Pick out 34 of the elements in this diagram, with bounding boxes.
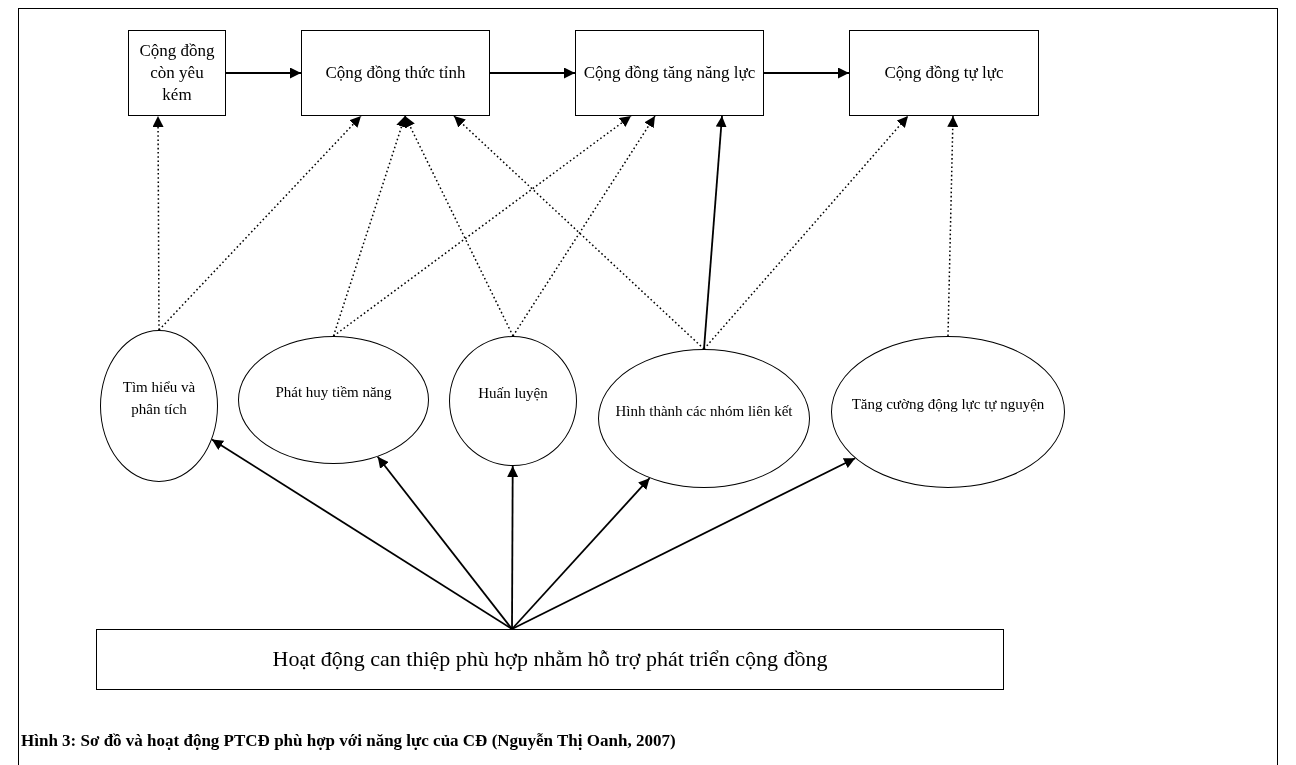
arrow — [947, 115, 959, 337]
arrow — [332, 115, 632, 337]
arrow — [489, 67, 576, 79]
stage-box — [128, 30, 226, 116]
arrow — [512, 115, 656, 337]
intervention-box — [96, 629, 1004, 690]
stage-box — [575, 30, 764, 116]
arrow — [225, 67, 302, 79]
arrow — [703, 115, 909, 350]
arrow — [511, 477, 651, 630]
node-text: Tìm hiểu và phân tích — [121, 378, 197, 419]
stage-box — [849, 30, 1039, 116]
node-text: Phát huy tiềm năng — [275, 383, 392, 403]
node-text: Cộng đồng tự lực — [884, 61, 1004, 84]
node-text: Hoạt động can thiệp phù hợp nhằm hỗ trợ phát triển cộng đồng — [272, 645, 828, 674]
figure-caption: Hình 3: Sơ đồ và hoạt động PTCĐ phù hợp với năng lực của CĐ (Nguyễn Thị Oanh, 2007) — [21, 731, 676, 751]
arrow — [763, 67, 850, 79]
arrow — [453, 115, 705, 350]
arrow — [511, 457, 857, 630]
arrow — [507, 465, 519, 630]
node-text: Tăng cường động lực tự nguyện — [851, 395, 1045, 415]
node-text: Huấn luyện — [478, 384, 548, 404]
arrow — [404, 115, 514, 337]
node-text: Hình thành các nhóm liên kết — [615, 401, 793, 421]
node-text: Cộng đồng còn yêu kém — [138, 39, 216, 107]
node-text: Cộng đồng thức tỉnh — [325, 61, 466, 84]
arrow — [376, 455, 513, 630]
arrow — [152, 115, 164, 331]
node-text: Cộng đồng tăng năng lực — [583, 61, 756, 84]
stage-box — [301, 30, 490, 116]
arrow — [211, 438, 513, 630]
arrow — [158, 115, 362, 331]
arrow — [332, 115, 407, 337]
arrow — [703, 115, 727, 350]
